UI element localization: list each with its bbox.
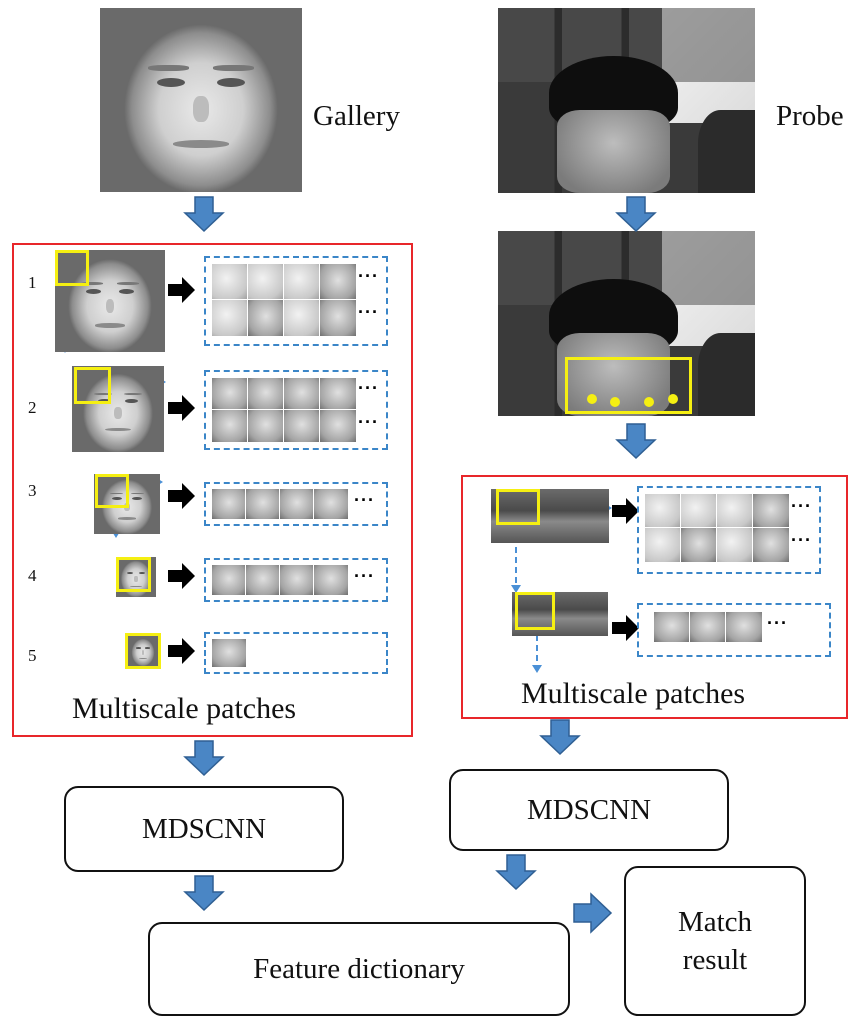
more-patches-ellipsis: ··· — [767, 613, 788, 633]
scale-2-face — [72, 366, 164, 452]
probe-detected-image — [498, 231, 755, 416]
scale-1-face — [55, 250, 165, 352]
scale-number-1: 1 — [28, 273, 37, 292]
match-result-box: Match result — [624, 866, 806, 1016]
landmark-dot — [610, 397, 620, 407]
more-patches-ellipsis: ··· — [358, 302, 379, 322]
probe-mdscnn-box: MDSCNN — [449, 769, 729, 851]
scale-3-patches: ··· — [204, 482, 388, 526]
scale-5-patches — [204, 632, 388, 674]
probe-multiscale-panel — [461, 475, 848, 719]
gallery-multiscale-panel — [12, 243, 413, 737]
probe-label: Probe — [776, 100, 844, 132]
scale-1-patches: ··· ··· — [204, 256, 388, 346]
feature-dictionary-box: Feature dictionary — [148, 922, 570, 1016]
probe-small-patches: ··· — [637, 603, 831, 657]
scale-5-window — [125, 633, 161, 669]
scale-number-5: 5 — [28, 646, 37, 665]
scale-number-3: 3 — [28, 481, 37, 500]
landmark-dot — [668, 394, 678, 404]
probe-image — [498, 8, 755, 193]
probe-small-window — [515, 592, 555, 630]
feature-dictionary-label: Feature dictionary — [253, 952, 465, 985]
scale-number-2: 2 — [28, 398, 37, 417]
probe-mdscnn-label: MDSCNN — [526, 793, 652, 826]
gallery-face-image — [100, 8, 302, 192]
more-patches-ellipsis: ··· — [354, 566, 375, 586]
scale-1-window — [55, 250, 89, 286]
gallery-label: Gallery — [313, 100, 400, 132]
more-patches-ellipsis: ··· — [358, 266, 379, 286]
more-patches-ellipsis: ··· — [358, 378, 379, 398]
match-result-line2: result — [682, 944, 748, 976]
landmark-dot — [644, 397, 654, 407]
gallery-panel-label: Multiscale patches — [72, 692, 297, 725]
scale-2-patches: ··· ··· — [204, 370, 388, 450]
gallery-mdscnn-box: MDSCNN — [64, 786, 344, 872]
gallery-mdscnn-label: MDSCNN — [141, 812, 267, 845]
scale-5-face — [128, 636, 158, 666]
eye-region-box — [565, 357, 692, 414]
more-patches-ellipsis: ··· — [354, 490, 375, 510]
landmark-dot — [587, 394, 597, 404]
more-patches-ellipsis: ··· — [791, 496, 812, 516]
probe-large-patches: ··· ··· — [637, 486, 821, 574]
probe-eye-strip-large — [491, 489, 609, 543]
scale-number-4: 4 — [28, 566, 37, 585]
scale-3-window — [95, 474, 129, 508]
scale-4-window — [116, 557, 151, 592]
probe-large-window — [496, 489, 540, 525]
match-result-line1: Match — [677, 906, 753, 938]
scale-4-patches: ··· — [204, 558, 388, 602]
scale-2-window — [74, 367, 111, 404]
probe-panel-label: Multiscale patches — [521, 677, 746, 710]
more-patches-ellipsis: ··· — [791, 530, 812, 550]
more-patches-ellipsis: ··· — [358, 412, 379, 432]
